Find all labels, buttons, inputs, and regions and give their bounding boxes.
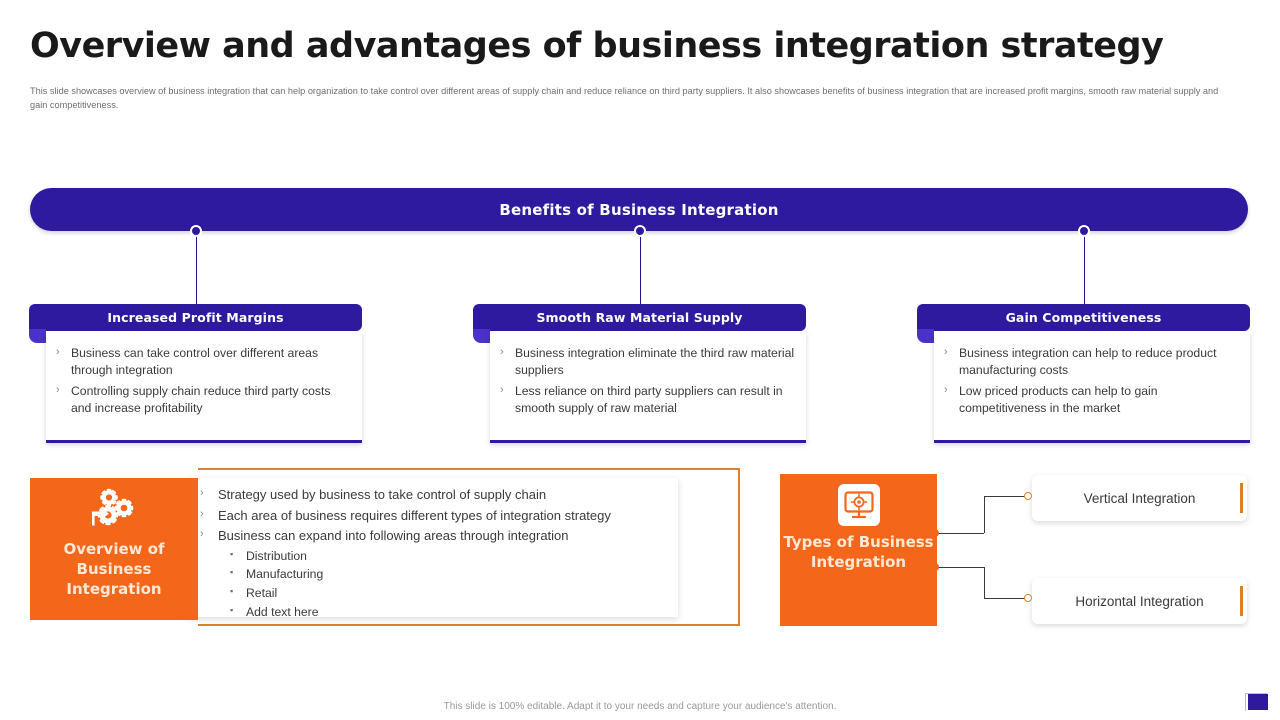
gears-arrow-icon: [88, 487, 140, 536]
chevron-bullet-icon: ›: [500, 346, 504, 358]
frame-gap-top: [170, 467, 198, 470]
benefits-banner: Benefits of Business Integration: [30, 188, 1248, 231]
overview-content-card: [185, 478, 678, 617]
benefit-card-tab: [473, 329, 490, 343]
list-item-text: Low priced products can help to gain com…: [959, 383, 1158, 415]
benefit-card-header: Gain Competitiveness: [917, 304, 1250, 343]
list-item-text: Each area of business requires different…: [218, 507, 611, 523]
list-item: › Strategy used by business to take cont…: [200, 485, 720, 505]
benefit-card-smooth-raw-material-supply: Smooth Raw Material Supply › Business in…: [473, 304, 806, 443]
benefit-card-title: Increased Profit Margins: [107, 310, 284, 325]
sub-list-item-text: Retail: [246, 586, 278, 601]
benefit-card-increased-profit-margins: Increased Profit Margins › Business can …: [29, 304, 362, 443]
connector-dot-1: [190, 225, 202, 237]
benefit-card-header: Smooth Raw Material Supply: [473, 304, 806, 343]
chevron-bullet-icon: ›: [944, 383, 948, 396]
types-connector-end-dot-1: [1024, 492, 1032, 500]
list-item-text: Controlling supply chain reduce third pa…: [71, 383, 331, 415]
types-connector-line-v1: [984, 496, 986, 533]
list-item-text: Business integration eliminate the third…: [515, 346, 795, 378]
connector-line-1: [195, 231, 197, 305]
connector-dot-3: [1078, 225, 1090, 237]
list-item: › Business integration can help to reduc…: [944, 345, 1240, 380]
type-box-horizontal-integration[interactable]: Horizontal Integration: [1032, 578, 1247, 624]
list-item-text: Less reliance on third party suppliers c…: [515, 383, 783, 415]
connector-line-3: [1083, 231, 1085, 305]
types-connector-line-v2: [984, 566, 986, 599]
chevron-bullet-icon: ›: [56, 346, 60, 358]
sub-list-item: ▪ Retail: [230, 584, 720, 603]
types-connector-line-h2b: [984, 598, 1026, 600]
sub-list-item: ▪ Manufacturing: [230, 565, 720, 584]
overview-bullet-list: › Strategy used by business to take cont…: [200, 485, 720, 622]
sub-list-item-text: Distribution: [246, 548, 307, 563]
list-item-text: Business integration can help to reduce …: [959, 346, 1217, 378]
corner-mark: [1246, 694, 1268, 712]
type-box-accent: [1240, 586, 1243, 616]
sub-list-item-text: Add text here: [246, 605, 319, 620]
list-item: › Business integration eliminate the thi…: [500, 345, 796, 380]
overview-orange-frame: [170, 467, 740, 627]
benefit-card-tab: [29, 329, 46, 343]
types-tile-label: Types of Business Integration: [783, 533, 934, 572]
benefit-card-gain-competitiveness: Gain Competitiveness › Business integrat…: [917, 304, 1250, 443]
list-item-text: Business can expand into following areas…: [218, 528, 569, 543]
list-item: › Each area of business requires differe…: [200, 506, 720, 526]
chevron-bullet-icon: ›: [944, 346, 948, 358]
list-item: › Business can take control over differe…: [56, 345, 352, 380]
types-tile: Types of Business Integration: [780, 474, 937, 626]
types-connector-line-h1a: [937, 532, 984, 534]
benefit-card-body: › Business can take control over differe…: [46, 331, 362, 443]
benefits-banner-label: Benefits of Business Integration: [499, 200, 779, 219]
types-connector-origin-dot-1: [931, 529, 939, 537]
sub-list-item: ▪ Distribution: [230, 547, 720, 566]
square-bullet-icon: ▪: [230, 567, 234, 578]
chevron-bullet-icon: ›: [200, 507, 204, 520]
type-box-label: Vertical Integration: [1083, 490, 1196, 506]
chevron-bullet-icon: ›: [200, 487, 204, 499]
types-connector-end-dot-2: [1024, 594, 1032, 602]
footer-note: This slide is 100% editable. Adapt it to…: [443, 701, 837, 712]
benefit-card-body: › Business integration eliminate the thi…: [490, 331, 806, 443]
list-item: › Controlling supply chain reduce third …: [56, 383, 352, 418]
type-box-vertical-integration[interactable]: Vertical Integration: [1032, 475, 1247, 521]
connector-dot-2: [634, 225, 646, 237]
page-subtitle: This slide showcases overview of busines…: [30, 86, 1219, 111]
types-connector-origin-dot-2: [931, 563, 939, 571]
page-title: Overview and advantages of business inte…: [30, 26, 1164, 66]
list-item: › Low priced products can help to gain c…: [944, 383, 1240, 418]
type-box-accent: [1240, 483, 1243, 513]
sub-list-item-text: Manufacturing: [246, 567, 324, 582]
square-bullet-icon: ▪: [230, 548, 234, 559]
benefit-card-body: › Business integration can help to reduc…: [934, 331, 1250, 443]
benefit-card-header: Increased Profit Margins: [29, 304, 362, 343]
chevron-bullet-icon: ›: [200, 528, 204, 540]
list-item: › Less reliance on third party suppliers…: [500, 383, 796, 418]
benefit-card-tab: [917, 329, 934, 343]
type-box-label: Horizontal Integration: [1075, 593, 1204, 609]
overview-tile-label: Overview of Business Integration: [63, 540, 165, 598]
overview-tile: Overview of Business Integration: [30, 478, 198, 620]
benefit-card-title: Smooth Raw Material Supply: [536, 310, 743, 325]
types-connector-line-h1b: [984, 496, 1026, 498]
chevron-bullet-icon: ›: [56, 383, 60, 396]
list-item-text: Business can take control over different…: [71, 346, 319, 378]
benefit-card-title: Gain Competitiveness: [1005, 310, 1162, 325]
connector-line-2: [639, 231, 641, 305]
sub-list-item: ▪ Add text here: [230, 603, 720, 622]
list-item-text: Strategy used by business to take contro…: [218, 487, 547, 502]
monitor-target-icon: [837, 484, 880, 526]
list-item: › Business can expand into following are…: [200, 526, 720, 546]
square-bullet-icon: ▪: [230, 586, 234, 597]
chevron-bullet-icon: ›: [500, 383, 504, 396]
frame-gap-bottom: [170, 624, 198, 627]
types-connector-line-h2a: [937, 566, 984, 568]
square-bullet-icon: ▪: [230, 605, 234, 616]
